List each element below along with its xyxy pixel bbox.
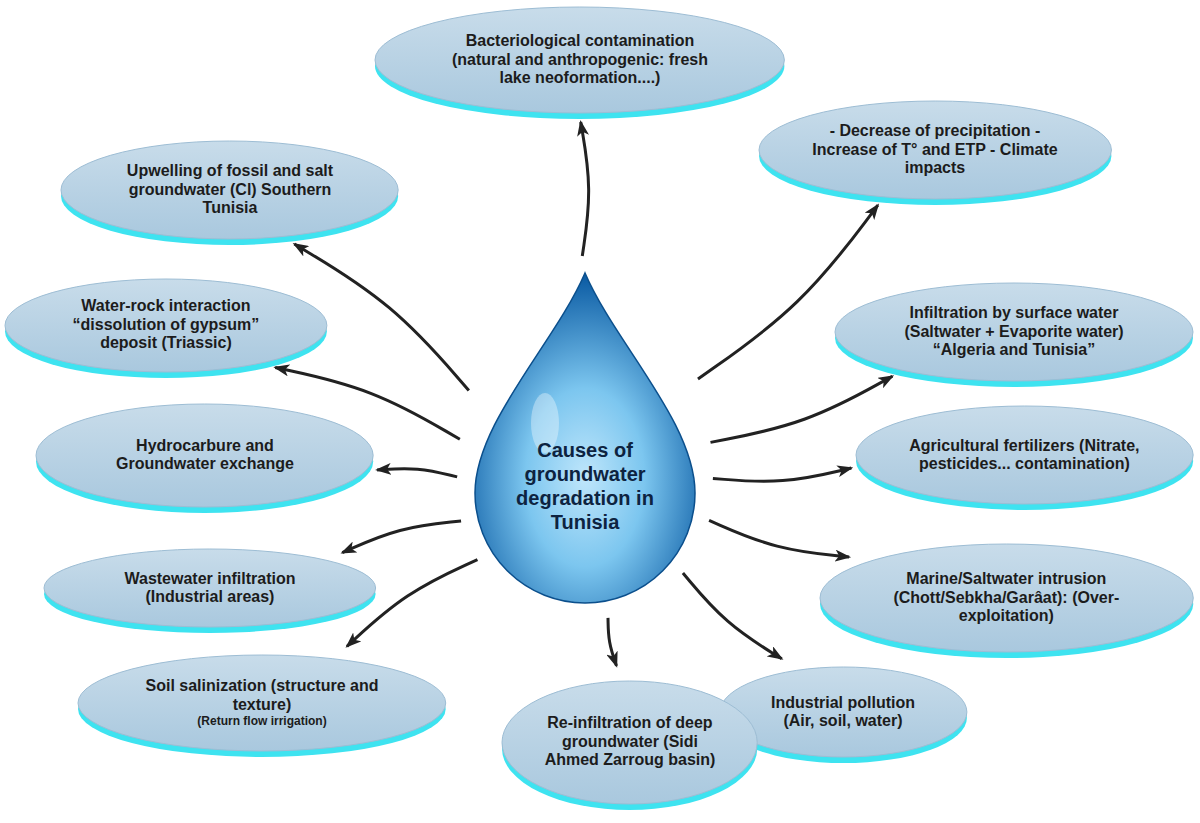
cause-note: (Return flow irrigation): [132, 714, 391, 728]
cause-ellipse: Water-rock interaction “dissolution of g…: [4, 278, 328, 373]
cause-arrow: [710, 376, 892, 442]
text-wrap: Soil salinization (structure and texture…: [132, 677, 391, 728]
text-wrap: Infiltration by surface water (Saltwater…: [888, 304, 1140, 359]
cause-ellipse: Soil salinization (structure and texture…: [77, 654, 447, 752]
cause-ellipse: Hydrocarbure and Groundwater exchange: [35, 403, 374, 508]
cause-label: Re-infiltration of deep groundwater (Sid…: [541, 714, 719, 769]
text-wrap: Industrial pollution (Air, soil, water): [757, 694, 929, 731]
cause-ellipse: Marine/Saltwater intrusion (Chott/Sebkha…: [819, 543, 1194, 653]
ellipse-face: [835, 283, 1193, 381]
cause-arrow: [608, 618, 617, 666]
text-wrap: Wastewater infiltration (Industrial area…: [93, 570, 326, 607]
text-wrap: - Decrease of precipitation - Increase o…: [811, 122, 1059, 177]
cause-ellipse: Wastewater infiltration (Industrial area…: [43, 548, 377, 628]
cause-label: Bacteriological contamination (natural a…: [435, 32, 724, 87]
cause-arrow: [709, 520, 849, 557]
ellipse-face: [856, 406, 1193, 504]
cause-label: - Decrease of precipitation - Increase o…: [811, 122, 1059, 177]
text-wrap: Hydrocarbure and Groundwater exchange: [86, 437, 323, 474]
ellipse-face: [820, 544, 1193, 652]
text-wrap: Agricultural fertilizers (Nitrate, pesti…: [906, 437, 1143, 474]
cause-ellipse: - Decrease of precipitation - Increase o…: [758, 100, 1112, 200]
ellipse-face: [78, 655, 446, 751]
cause-label: Wastewater infiltration (Industrial area…: [93, 570, 326, 607]
ellipse-face: [502, 681, 757, 804]
cause-arrow: [713, 468, 851, 481]
text-wrap: Re-infiltration of deep groundwater (Sid…: [541, 714, 719, 769]
cause-label: Marine/Saltwater intrusion (Chott/Sebkha…: [875, 570, 1138, 625]
cause-arrow: [377, 469, 457, 477]
text-wrap: Marine/Saltwater intrusion (Chott/Sebkha…: [875, 570, 1138, 625]
cause-label: Upwelling of fossil and salt groundwater…: [111, 162, 348, 217]
text-wrap: Water-rock interaction “dissolution of g…: [53, 297, 279, 352]
center-drop: Causes of groundwater degradation in Tun…: [475, 273, 695, 603]
ellipse-face: [44, 549, 376, 627]
ellipse-face: [759, 101, 1111, 199]
ellipse-face: [5, 279, 327, 372]
cause-ellipse: Bacteriological contamination (natural a…: [374, 6, 785, 114]
cause-label: Industrial pollution (Air, soil, water): [757, 694, 929, 731]
center-title: Causes of groundwater degradation in Tun…: [487, 438, 683, 534]
cause-label: Agricultural fertilizers (Nitrate, pesti…: [906, 437, 1143, 474]
cause-ellipse: Upwelling of fossil and salt groundwater…: [60, 140, 399, 240]
cause-ellipse: Agricultural fertilizers (Nitrate, pesti…: [855, 405, 1194, 505]
cause-arrow: [581, 122, 589, 256]
cause-label: Hydrocarbure and Groundwater exchange: [86, 437, 323, 474]
ellipse-face: [375, 7, 784, 113]
cause-ellipse: Infiltration by surface water (Saltwater…: [834, 282, 1194, 382]
ellipse-face: [61, 141, 398, 239]
drop-shape: [475, 273, 695, 603]
text-wrap: Causes of groundwater degradation in Tun…: [487, 438, 683, 534]
text-wrap: Bacteriological contamination (natural a…: [435, 32, 724, 87]
cause-ellipse: Re-infiltration of deep groundwater (Sid…: [501, 680, 758, 805]
drop-outline: [475, 273, 695, 603]
cause-arrow: [342, 521, 461, 553]
text-wrap: Upwelling of fossil and salt groundwater…: [111, 162, 348, 217]
cause-label: Water-rock interaction “dissolution of g…: [53, 297, 279, 352]
cause-label: Soil salinization (structure and texture…: [132, 677, 391, 714]
ellipse-face: [36, 404, 373, 507]
cause-arrow: [683, 573, 782, 659]
cause-label: Infiltration by surface water (Saltwater…: [888, 304, 1140, 359]
